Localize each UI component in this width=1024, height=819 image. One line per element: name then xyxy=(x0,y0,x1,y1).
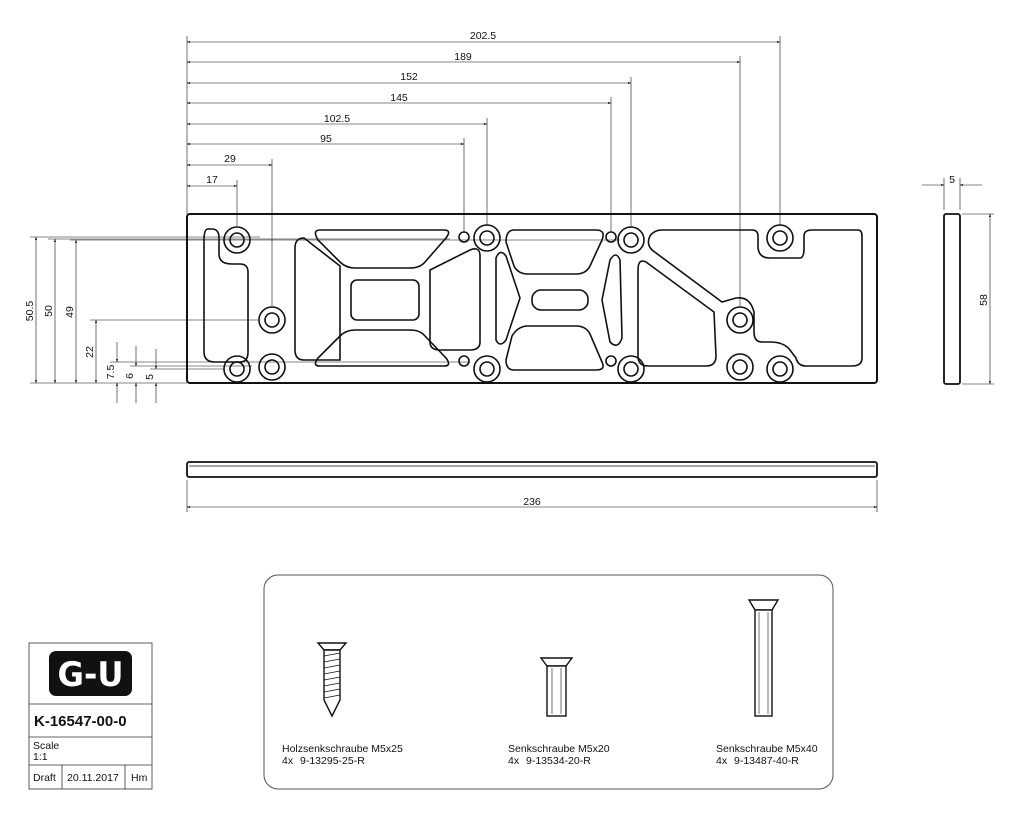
screw-item-m5x20: Senkschraube M5x20 4x 9-13534-20-R xyxy=(508,743,610,767)
status-label: Draft xyxy=(33,772,56,784)
dim-7.5-label: 7.5 xyxy=(105,365,117,380)
dim-5-label: 5 xyxy=(144,374,156,380)
screw-name: Senkschraube M5x40 xyxy=(716,743,818,755)
dim-189-label: 189 xyxy=(454,51,472,63)
dim-152-label: 152 xyxy=(400,71,418,83)
countersunk-hole xyxy=(258,353,286,381)
countersunk-hole xyxy=(766,224,794,252)
screw-name: Holzsenkschraube M5x25 xyxy=(282,743,403,755)
bottom-edge-view: 236 xyxy=(186,461,878,512)
screw-code: 9-13487-40-R xyxy=(734,755,799,767)
dim-line-102.5 xyxy=(186,118,488,226)
plate-pockets xyxy=(203,228,863,371)
dim-95-label: 95 xyxy=(320,133,332,145)
dim-thickness-label: 5 xyxy=(949,174,955,186)
top-dimensions: 202.5 189 152 145 102.5 95 29 17 xyxy=(186,30,781,306)
logo-text: G-U xyxy=(58,655,124,695)
screws-panel: Holzsenkschraube M5x25 4x 9-13295-25-R S… xyxy=(263,574,834,790)
dim-17-label: 17 xyxy=(206,174,218,186)
date-label: 20.11.2017 xyxy=(67,772,119,784)
countersunk-hole xyxy=(726,353,754,381)
part-number: K-16547-00-0 xyxy=(34,713,127,730)
title-block: G-U K-16547-00-0 Scale 1:1 Draft 20.11.2… xyxy=(28,642,153,790)
dim-22-label: 22 xyxy=(84,346,96,358)
countersunk-hole xyxy=(617,355,645,383)
countersunk-hole xyxy=(223,355,251,383)
countersunk-hole xyxy=(473,224,501,252)
countersunk-hole xyxy=(766,355,794,383)
dim-50.5-label: 50.5 xyxy=(24,301,36,322)
side-view: 5 58 xyxy=(922,174,994,385)
countersunk-hole xyxy=(258,306,286,334)
screw-code: 9-13295-25-R xyxy=(300,755,365,767)
dim-line-202.5 xyxy=(186,36,781,226)
countersunk-hole xyxy=(473,355,501,383)
dim-line-145 xyxy=(186,97,612,232)
dim-line-17 xyxy=(186,180,238,226)
dim-49-label: 49 xyxy=(64,306,76,318)
countersunk-hole xyxy=(726,306,754,334)
mounting-plate-top-view xyxy=(186,213,878,384)
author-label: Hm xyxy=(131,772,148,784)
scale-label: Scale xyxy=(33,740,59,752)
dim-6-label: 6 xyxy=(124,373,136,379)
dim-line-29 xyxy=(186,159,273,306)
screw-code: 9-13534-20-R xyxy=(526,755,591,767)
countersunk-screw-short-icon xyxy=(539,657,574,717)
screw-item-m5x40: Senkschraube M5x40 4x 9-13487-40-R xyxy=(716,743,818,767)
screw-item-wood-m5x25: Holzsenkschraube M5x25 4x 9-13295-25-R xyxy=(282,743,403,767)
gu-logo: G-U xyxy=(49,651,132,696)
dim-102.5-label: 102.5 xyxy=(324,113,350,125)
dim-line-95 xyxy=(186,138,465,232)
dim-height-label: 58 xyxy=(978,294,990,306)
dim-236-label: 236 xyxy=(523,496,541,508)
dim-line-189 xyxy=(186,56,741,306)
dim-145-label: 145 xyxy=(390,92,408,104)
screw-qty: 4x xyxy=(282,755,294,767)
wood-countersunk-screw-icon xyxy=(316,642,348,718)
countersunk-screw-long-icon xyxy=(747,599,780,717)
dim-line-152 xyxy=(186,77,632,228)
screw-name: Senkschraube M5x20 xyxy=(508,743,610,755)
left-dimensions: 50.5 50 49 22 7.5 6 5 xyxy=(24,236,620,403)
countersunk-hole xyxy=(617,226,645,254)
scale-value: 1:1 xyxy=(33,751,48,763)
screw-qty: 4x xyxy=(716,755,728,767)
dim-202.5-label: 202.5 xyxy=(470,30,496,42)
dim-50-label: 50 xyxy=(43,305,55,317)
dim-29-label: 29 xyxy=(224,153,236,165)
screw-qty: 4x xyxy=(508,755,520,767)
